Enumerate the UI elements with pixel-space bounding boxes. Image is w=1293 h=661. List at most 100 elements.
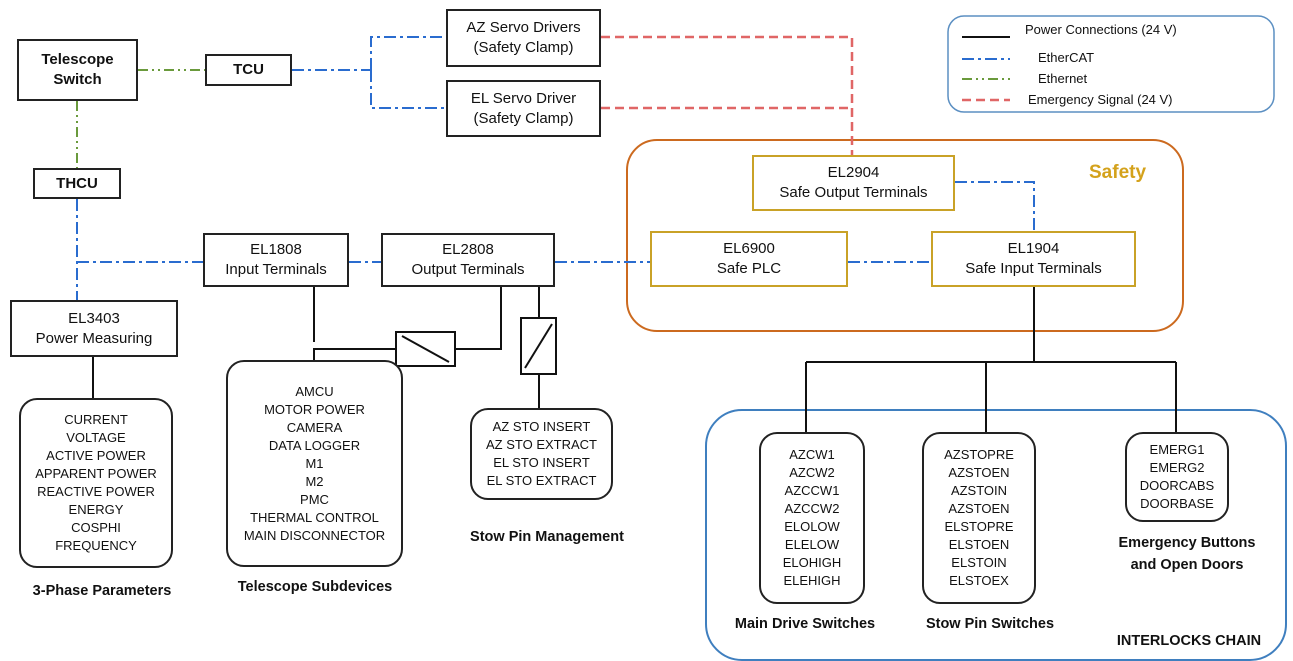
el6900-node: EL6900 Safe PLC — [650, 231, 848, 287]
main-drive-item: AZCW1 — [789, 447, 835, 462]
el3403-node: EL3403 Power Measuring — [10, 300, 178, 357]
caption-stow-pin-management: Stow Pin Management — [470, 529, 624, 545]
phase-param-item: VOLTAGE — [66, 430, 126, 445]
telescope-switch-line2: Switch — [53, 71, 102, 88]
stow-switch-item: AZSTOPRE — [944, 447, 1014, 462]
el1808-node: EL1808 Input Terminals — [203, 233, 349, 287]
phase-param-item: ENERGY — [68, 502, 124, 517]
caption-3-phase-parameters: 3-Phase Parameters — [32, 583, 172, 599]
emergency-item: EMERG2 — [1149, 460, 1205, 475]
legend-frame — [947, 15, 1275, 113]
subdevice-item: M2 — [305, 473, 324, 489]
caption-main-drive-switches: Main Drive Switches — [734, 616, 876, 632]
el3403-line1: EL3403 — [68, 309, 120, 327]
el-servo-node: EL Servo Driver (Safety Clamp) — [446, 80, 601, 137]
power-links — [92, 287, 1177, 432]
emergency-list: EMERG1 EMERG2 DOORCABS DOORBASE — [1125, 432, 1229, 522]
caption-emergency-line1: Emergency Buttons — [1118, 535, 1256, 551]
main-drive-item: ELOLOW — [784, 519, 840, 534]
main-drive-item: AZCCW2 — [784, 501, 840, 516]
el3403-line2: Power Measuring — [35, 329, 153, 347]
caption-emergency-buttons: Emergency Buttons and Open Doors — [1112, 532, 1262, 576]
thcu-label: THCU — [56, 174, 98, 192]
stow-switch-item: ELSTOEX — [949, 573, 1009, 588]
main-drive-item: ELOHIGH — [782, 555, 842, 570]
el2808-line1: EL2808 — [442, 241, 494, 258]
subdevice-item: THERMAL CONTROL — [250, 509, 379, 525]
tcu-node: TCU — [205, 54, 292, 86]
stow-switch-item: AZSTOEN — [948, 501, 1010, 516]
interlocks-group-frame — [705, 409, 1287, 661]
safety-title: Safety — [1089, 162, 1147, 183]
main-drive-item: ELELOW — [784, 537, 840, 552]
el1904-line1: EL1904 — [1007, 240, 1060, 257]
subdevice-item: DATA LOGGER — [268, 437, 361, 453]
el6900-line1: EL6900 — [723, 240, 775, 257]
phase-params-list: CURRENT VOLTAGE ACTIVE POWER APPARENT PO… — [19, 398, 173, 568]
main-drive-item: AZCCW1 — [784, 483, 840, 498]
sto-list: AZ STO INSERT AZ STO EXTRACT EL STO INSE… — [470, 408, 613, 500]
phase-param-item: ACTIVE POWER — [46, 448, 146, 463]
subdevice-item: PMC — [300, 491, 329, 507]
emergency-item: DOORCABS — [1139, 478, 1215, 493]
caption-telescope-subdevices: Telescope Subdevices — [237, 579, 393, 595]
relay-symbol-vertical — [520, 317, 557, 375]
tcu-label: TCU — [233, 61, 264, 78]
stow-switch-item: ELSTOEN — [948, 537, 1010, 552]
subdevices-list: AMCU MOTOR POWER CAMERA DATA LOGGER M1 M… — [226, 360, 403, 567]
emergency-item: DOORBASE — [1140, 496, 1214, 511]
stow-switches-list: AZSTOPRE AZSTOEN AZSTOIN AZSTOEN ELSTOPR… — [922, 432, 1036, 604]
telescope-switch-node: Telescope Switch — [17, 39, 138, 101]
phase-param-item: APPARENT POWER — [35, 466, 157, 481]
legend-power-label: Power Connections (24 V) — [1025, 22, 1177, 37]
el2904-line1: EL2904 — [827, 164, 880, 181]
el6900-line2: Safe PLC — [716, 260, 782, 277]
az-servo-line1: AZ Servo Drivers — [466, 19, 581, 36]
sto-item: AZ STO EXTRACT — [486, 437, 597, 452]
phase-param-item: REACTIVE POWER — [37, 484, 155, 499]
emergency-links — [601, 35, 854, 155]
main-drive-item: ELEHIGH — [783, 573, 841, 588]
el1904-line2: Safe Input Terminals — [965, 260, 1102, 277]
el2808-line2: Output Terminals — [411, 261, 525, 278]
ethercat-links — [76, 36, 1035, 300]
relay-symbol-horizontal — [395, 331, 456, 367]
caption-stow-pin-switches: Stow Pin Switches — [925, 616, 1055, 632]
legend-emergency-label: Emergency Signal (24 V) — [1028, 92, 1173, 107]
subdevice-item: CAMERA — [286, 419, 343, 435]
el2808-node: EL2808 Output Terminals — [381, 233, 555, 287]
phase-param-item: FREQUENCY — [55, 538, 137, 553]
subdevice-item: AMCU — [295, 383, 334, 399]
emergency-item: EMERG1 — [1149, 442, 1205, 457]
safety-group-frame — [626, 139, 1184, 332]
main-drive-item: AZCW2 — [789, 465, 835, 480]
caption-interlocks-chain: INTERLOCKS CHAIN — [1116, 633, 1262, 649]
az-servo-line2: (Safety Clamp) — [473, 39, 574, 56]
phase-param-item: CURRENT — [64, 412, 128, 427]
subdevice-item: MAIN DISCONNECTOR — [243, 527, 386, 543]
el1808-line2: Input Terminals — [225, 261, 327, 278]
el-servo-line2: (Safety Clamp) — [473, 109, 574, 127]
legend-ethernet-label: Ethernet — [1038, 71, 1088, 86]
el1808-line1: EL1808 — [250, 241, 302, 258]
thcu-node: THCU — [33, 168, 121, 199]
phase-param-item: COSPHI — [71, 520, 121, 535]
caption-emergency-line2: and Open Doors — [1130, 557, 1244, 573]
legend-ethercat-label: EtherCAT — [1038, 50, 1095, 65]
main-drive-list: AZCW1 AZCW2 AZCCW1 AZCCW2 ELOLOW ELELOW … — [759, 432, 865, 604]
telescope-switch-line1: Telescope — [41, 51, 114, 68]
sto-item: EL STO INSERT — [493, 455, 590, 470]
el-servo-line1: EL Servo Driver — [470, 89, 577, 107]
stow-switch-item: ELSTOIN — [951, 555, 1007, 570]
stow-switch-item: AZSTOEN — [948, 465, 1010, 480]
stow-switch-item: ELSTOPRE — [944, 519, 1014, 534]
sto-item: EL STO EXTRACT — [486, 473, 597, 488]
ethernet-links — [76, 69, 205, 168]
subdevice-item: M1 — [305, 455, 324, 471]
subdevice-item: MOTOR POWER — [264, 401, 365, 417]
el2904-node: EL2904 Safe Output Terminals — [752, 155, 955, 211]
stow-switch-item: AZSTOIN — [950, 483, 1008, 498]
az-servo-node: AZ Servo Drivers (Safety Clamp) — [446, 9, 601, 67]
sto-item: AZ STO INSERT — [492, 419, 591, 434]
